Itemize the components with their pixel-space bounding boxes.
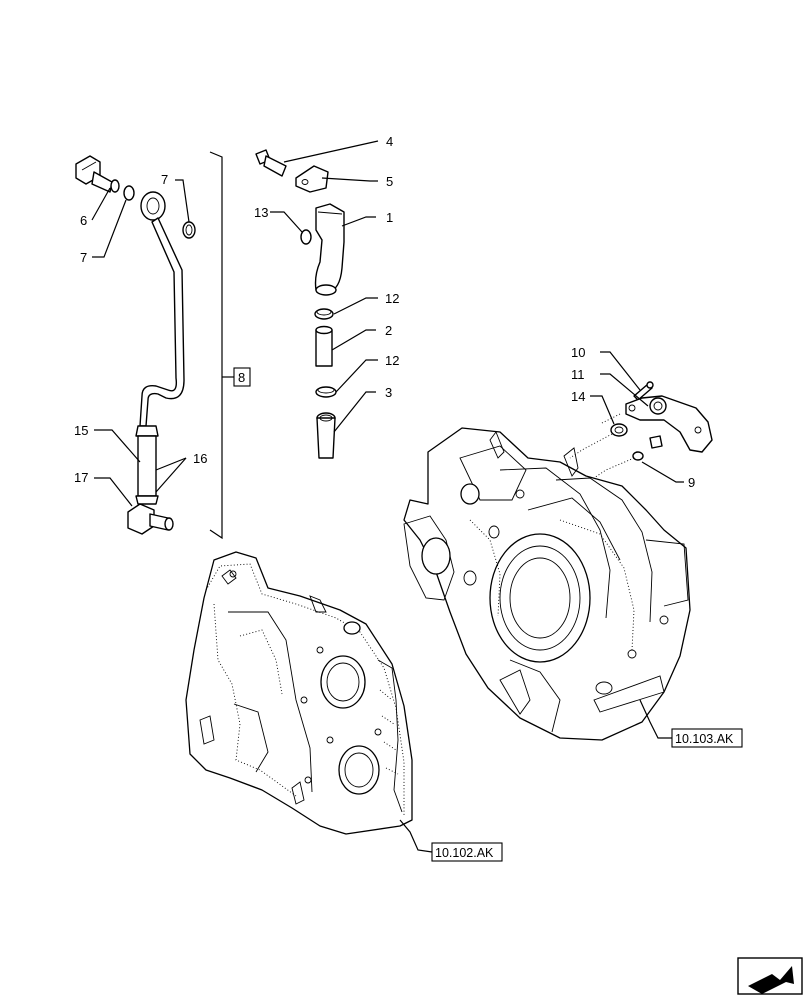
ref-box-10-102-ak [431,842,503,862]
callout-12-upper: 12 [385,291,399,306]
callout-5: 5 [386,174,393,189]
callout-16: 16 [193,451,207,466]
callout-17: 17 [74,470,88,485]
callout-3: 3 [385,385,392,400]
plug-part-9 [632,435,663,461]
sealing-washer-part-7-right [182,221,196,239]
bolt-part-4 [255,149,287,177]
callout-1: 1 [386,210,393,225]
tube-part-3 [316,412,336,459]
front-cover-casting [185,551,413,835]
callout-4: 4 [386,134,393,149]
clamp-part-12-upper [314,308,334,320]
banjo-fitting-part-17 [127,503,174,535]
bolt-part-10 [633,381,654,401]
ref-label-10-102-ak[interactable]: 10.102.AK [435,846,494,860]
sealing-washer-part-6 [110,179,120,193]
callout-8: 8 [238,370,245,385]
callout-7-left: 7 [80,250,87,265]
callout-9: 9 [688,475,695,490]
callout-11: 11 [571,367,585,382]
callout-box-8 [233,367,251,387]
flange-part-11 [625,395,713,453]
washer-part-14 [610,423,628,437]
callout-7-right: 7 [161,172,168,187]
banjo-bolt-part-6 [75,155,113,193]
clip-part-5 [295,165,329,193]
callout-15: 15 [74,423,88,438]
ref-label-10-103-ak[interactable]: 10.103.AK [675,732,734,746]
next-page-arrow-icon[interactable] [737,957,803,995]
callout-14: 14 [571,389,585,404]
flywheel-housing-casting [403,427,691,741]
callout-2: 2 [385,323,392,338]
callout-13: 13 [254,205,268,220]
o-ring-part-13 [300,229,312,245]
callout-6: 6 [80,213,87,228]
hose-part-2 [315,325,333,367]
oil-pipe-part-8 [135,191,185,505]
callout-10: 10 [571,345,585,360]
clamp-part-12-lower [315,386,337,398]
suction-pipe-part-1 [314,203,345,296]
sealing-washer-part-7-left [123,185,135,201]
ref-box-10-103-ak [671,728,743,748]
callout-12-lower: 12 [385,353,399,368]
